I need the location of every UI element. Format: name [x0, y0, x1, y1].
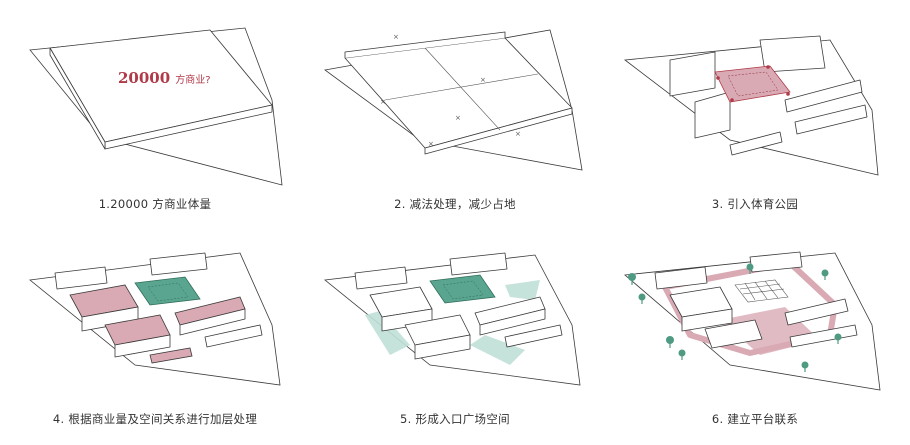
caption-step-1: 1.20000 方商业体量 — [98, 197, 212, 211]
block-left-side — [681, 308, 733, 332]
cut-line-v — [424, 47, 501, 131]
mass-rim — [344, 31, 506, 58]
step-2-drawing: × × × × × × — [324, 29, 583, 171]
caption-step-4: 4. 根据商业量及空间关系进行加层处理 — [52, 412, 258, 426]
svg-text:×: × — [455, 114, 461, 122]
block-back-left — [354, 266, 408, 290]
stacked-block-2-side — [179, 308, 246, 336]
caption-step-2: 2. 减法处理，减少占地 — [394, 197, 516, 211]
block-front-side — [414, 334, 471, 360]
block-right-side — [479, 308, 546, 336]
slab-3 — [729, 131, 783, 156]
stacked-block-4 — [149, 347, 193, 364]
sports-park — [429, 274, 496, 304]
stacked-block-3-side — [114, 334, 171, 358]
step-3-drawing — [623, 35, 879, 176]
mass-outline — [344, 37, 573, 149]
block-right-slab — [204, 324, 263, 348]
slab-2 — [794, 104, 868, 135]
diagram-step-4: 4. 根据商业量及空间关系进行加层处理 — [10, 225, 300, 445]
step-1-drawing — [29, 27, 283, 186]
sports-park — [134, 276, 201, 306]
trees — [628, 263, 842, 372]
annotation-number: 20000 — [118, 69, 171, 87]
entrance-plaza-left — [365, 311, 410, 355]
step-5-drawing — [324, 252, 581, 386]
diagram-step-6: 6. 建立平台联系 — [610, 225, 900, 445]
diagram-step-5: 5. 形成入口广场空间 — [310, 225, 600, 445]
annotation-suffix: 方商业? — [175, 75, 211, 86]
step-6-drawing — [624, 251, 881, 391]
svg-text:×: × — [428, 140, 434, 148]
block-right-slab — [789, 324, 858, 348]
site-boundary — [623, 39, 879, 176]
svg-text:×: × — [380, 98, 386, 106]
svg-text:×: × — [515, 130, 521, 138]
svg-text:×: × — [393, 33, 399, 41]
diagram-step-2: × × × × × × 2. 减法处理，减少占地 — [310, 10, 600, 230]
block-top-right — [759, 35, 826, 73]
site-boundary — [324, 29, 583, 171]
diagram-step-1: 20000 方商业? 1.20000 方商业体量 — [10, 10, 300, 230]
step-4-drawing — [29, 252, 281, 386]
caption-step-5: 5. 形成入口广场空间 — [400, 412, 510, 426]
block-front-left — [694, 91, 731, 139]
cut-line-h — [384, 73, 539, 101]
entrance-plaza-right — [505, 280, 540, 300]
block-back-left — [54, 266, 108, 290]
caption-step-6: 6. 建立平台联系 — [711, 412, 799, 426]
block-back-right — [449, 252, 508, 276]
mass-side-left — [49, 47, 106, 150]
block-right-slab — [504, 324, 563, 348]
diagram-step-3: 3. 引入体育公园 — [610, 10, 900, 230]
block-front — [704, 319, 763, 349]
block-right — [784, 298, 849, 326]
block-back-left — [654, 266, 708, 290]
block-left — [669, 51, 716, 97]
block-back-right — [149, 252, 208, 276]
caption-step-3: 3. 引入体育公园 — [711, 197, 799, 211]
entrance-plaza-bottom — [470, 335, 525, 365]
slab-1 — [784, 79, 863, 113]
sports-park-grid — [727, 71, 779, 97]
svg-text:×: × — [480, 76, 486, 84]
volume-annotation: 20000 方商业? — [118, 68, 211, 87]
mass-side — [424, 107, 573, 155]
sports-park-area — [714, 65, 791, 103]
